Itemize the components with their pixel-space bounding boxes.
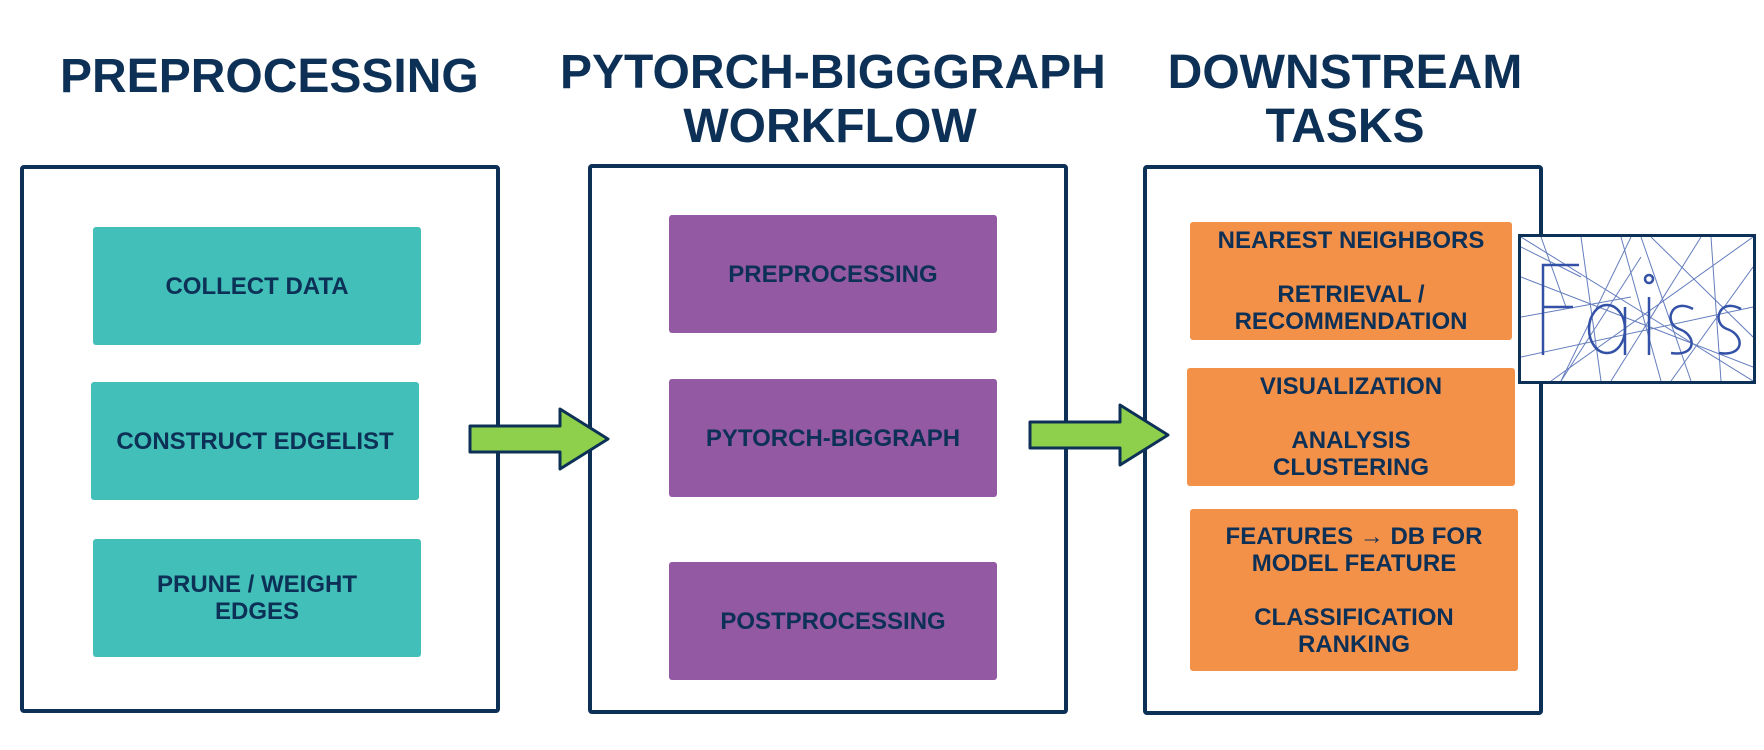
voronoi-logo-icon (1521, 237, 1753, 381)
workflow-postprocessing-box: POSTPROCESSING (669, 562, 997, 680)
clustering-label: CLUSTERING (1273, 454, 1429, 481)
workflow-heading-line1: PYTORCH-BIGGGRAPH (560, 46, 1106, 99)
nearest-neighbors-label: NEAREST NEIGHBORS (1217, 227, 1485, 254)
features-label-line1: FEATURES → DB FOR (1225, 522, 1483, 550)
features-box: FEATURES → DB FOR MODEL FEATURE CLASSIFI… (1190, 509, 1518, 671)
workflow-biggraph-box: PYTORCH-BIGGRAPH (669, 379, 997, 497)
workflow-biggraph-label: PYTORCH-BIGGRAPH (705, 424, 961, 452)
prune-weight-label-line1: PRUNE / WEIGHT (156, 571, 357, 598)
downstream-heading-line2: TASKS (1265, 100, 1425, 153)
preprocessing-heading-text: PREPROCESSING (60, 50, 479, 103)
construct-edgelist-label: CONSTRUCT EDGELIST (116, 427, 394, 455)
workflow-preprocessing-label: PREPROCESSING (728, 260, 938, 288)
right-arrow-icon (468, 407, 610, 471)
recommendation-label: RECOMMENDATION (1234, 308, 1468, 335)
classification-label: CLASSIFICATION (1254, 603, 1454, 631)
collect-data-label: COLLECT DATA (165, 272, 349, 300)
downstream-panel: NEAREST NEIGHBORS RETRIEVAL / RECOMMENDA… (1143, 165, 1543, 715)
downstream-heading-line1: DOWNSTREAM (1167, 46, 1523, 99)
preprocessing-heading: PREPROCESSING (60, 50, 479, 104)
workflow-panel: PREPROCESSING PYTORCH-BIGGRAPH POSTPROCE… (588, 164, 1068, 714)
faiss-logo-thumbnail (1518, 234, 1756, 384)
analysis-label: ANALYSIS (1291, 427, 1411, 454)
workflow-heading-line2: WORKFLOW (683, 100, 977, 153)
visualization-box: VISUALIZATION ANALYSIS CLUSTERING (1187, 368, 1515, 486)
features-label-line2: MODEL FEATURE (1251, 549, 1457, 577)
right-arrow-icon (1028, 403, 1170, 467)
visualization-label: VISUALIZATION (1259, 373, 1443, 400)
construct-edgelist-box: CONSTRUCT EDGELIST (91, 382, 419, 500)
prune-weight-label-line2: EDGES (214, 598, 300, 625)
downstream-heading: DOWNSTREAM TASKS (1160, 46, 1530, 154)
workflow-preprocessing-box: PREPROCESSING (669, 215, 997, 333)
workflow-heading: PYTORCH-BIGGGRAPH WORKFLOW (560, 46, 1106, 154)
workflow-postprocessing-label: POSTPROCESSING (720, 607, 946, 635)
nearest-neighbors-box: NEAREST NEIGHBORS RETRIEVAL / RECOMMENDA… (1190, 222, 1512, 340)
prune-weight-edges-box: PRUNE / WEIGHT EDGES (93, 539, 421, 657)
ranking-label: RANKING (1298, 630, 1410, 658)
retrieval-label: RETRIEVAL / (1277, 281, 1425, 308)
preprocessing-panel: COLLECT DATA CONSTRUCT EDGELIST PRUNE / … (20, 165, 500, 713)
collect-data-box: COLLECT DATA (93, 227, 421, 345)
